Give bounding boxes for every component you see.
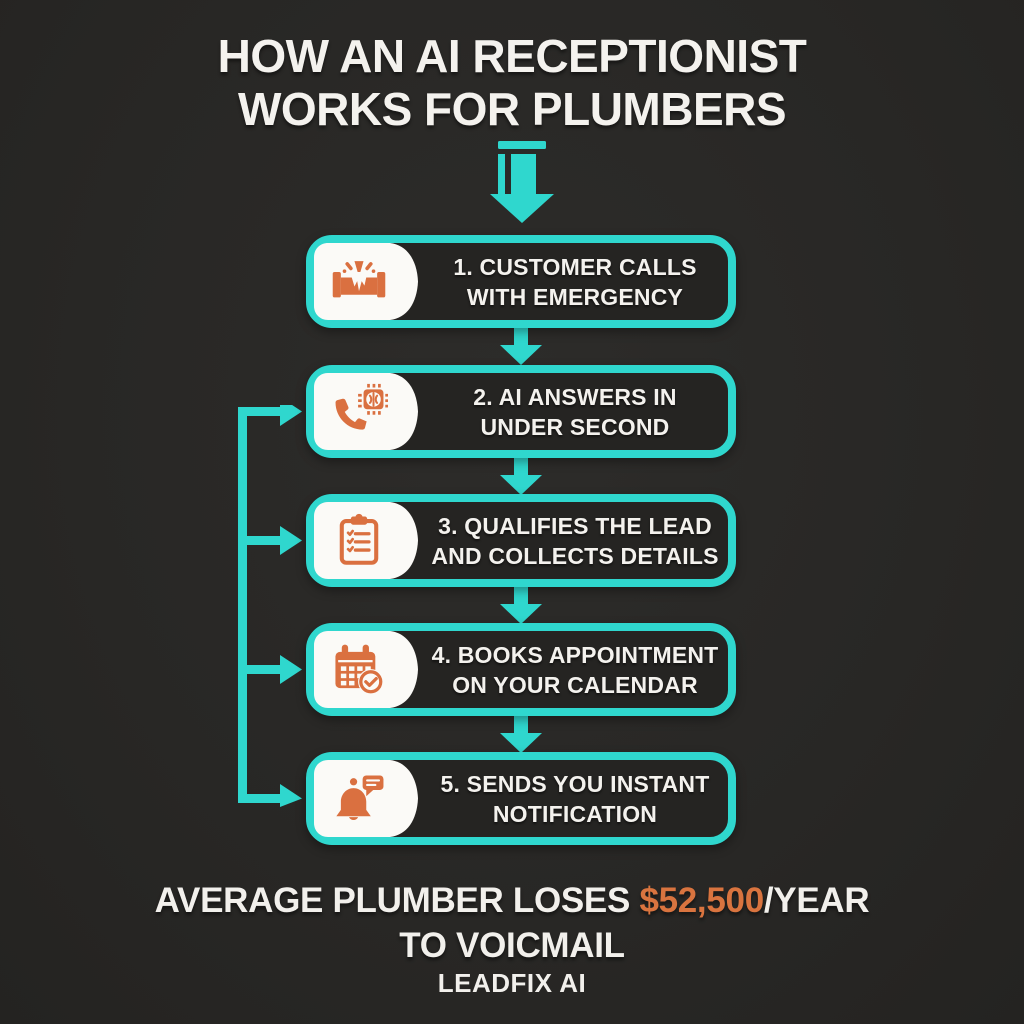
phone-ai-chip-icon [335, 383, 388, 430]
step-connector-arrow-icon [500, 587, 542, 624]
step-5-text: 5. SENDS YOU INSTANT NOTIFICATION [426, 760, 724, 837]
step-connector-arrow-icon [500, 716, 542, 753]
step-connector-arrow-icon [500, 328, 542, 365]
step-4-text: 4. BOOKS APPOINTMENT ON YOUR CALENDAR [426, 631, 724, 708]
branch-arrows-icon [238, 405, 302, 807]
step-3-line-1: 3. QUALIFIES THE LEAD [438, 512, 712, 539]
page-title: HOW AN AI RECEPTIONIST WORKS FOR PLUMBER… [0, 30, 1024, 136]
step-2-box: 2. AI ANSWERS IN UNDER SECOND [306, 365, 736, 458]
step-2-line-2: UNDER SECOND [480, 413, 670, 440]
burst-pipe-icon [332, 261, 386, 298]
step-5-icon-panel [314, 760, 422, 837]
step-1-box: 1. CUSTOMER CALLS WITH EMERGENCY [306, 235, 736, 328]
step-1-text: 1. CUSTOMER CALLS WITH EMERGENCY [426, 243, 724, 320]
icon-panel-shape [314, 373, 418, 450]
stat-amount: $52,500 [639, 881, 764, 920]
step-2-line-1: 2. AI ANSWERS IN [473, 383, 677, 410]
footer-stat: AVERAGE PLUMBER LOSES $52,500/YEAR TO VO… [0, 878, 1024, 968]
brand-name: LEADFIX AI [437, 968, 587, 998]
calendar-check-icon [335, 644, 384, 695]
step-3-line-2: AND COLLECTS DETAILS [431, 542, 719, 569]
stat-suffix: /YEAR [763, 881, 870, 920]
down-arrow-icon [490, 141, 554, 223]
stat-prefix: AVERAGE PLUMBER LOSES [154, 881, 640, 920]
icon-panel-shape [314, 760, 418, 837]
step-4-line-2: ON YOUR CALENDAR [452, 671, 698, 698]
step-4-icon-panel [314, 631, 422, 708]
title-line-1: HOW AN AI RECEPTIONIST [217, 30, 807, 82]
step-3-icon-panel [314, 502, 422, 579]
step-5-box: 5. SENDS YOU INSTANT NOTIFICATION [306, 752, 736, 845]
step-4-line-1: 4. BOOKS APPOINTMENT [431, 641, 719, 668]
step-1-icon-panel [314, 243, 422, 320]
step-1-line-2: WITH EMERGENCY [466, 283, 684, 310]
step-1-line-1: 1. CUSTOMER CALLS [453, 253, 697, 280]
stat-line-1: AVERAGE PLUMBER LOSES $52,500/YEAR [0, 878, 1024, 923]
title-line-2: WORKS FOR PLUMBERS [237, 83, 787, 135]
clipboard-checklist-icon [339, 513, 379, 565]
bell-notification-icon [336, 775, 384, 821]
step-5-line-2: NOTIFICATION [492, 800, 658, 827]
step-connector-arrow-icon [500, 458, 542, 495]
stat-line-2: TO VOICMAIL [399, 926, 625, 965]
step-3-box: 3. QUALIFIES THE LEAD AND COLLECTS DETAI… [306, 494, 736, 587]
step-2-text: 2. AI ANSWERS IN UNDER SECOND [426, 373, 724, 450]
step-4-box: 4. BOOKS APPOINTMENT ON YOUR CALENDAR [306, 623, 736, 716]
step-5-line-1: 5. SENDS YOU INSTANT [440, 770, 710, 797]
step-2-icon-panel [314, 373, 422, 450]
step-3-text: 3. QUALIFIES THE LEAD AND COLLECTS DETAI… [426, 502, 724, 579]
